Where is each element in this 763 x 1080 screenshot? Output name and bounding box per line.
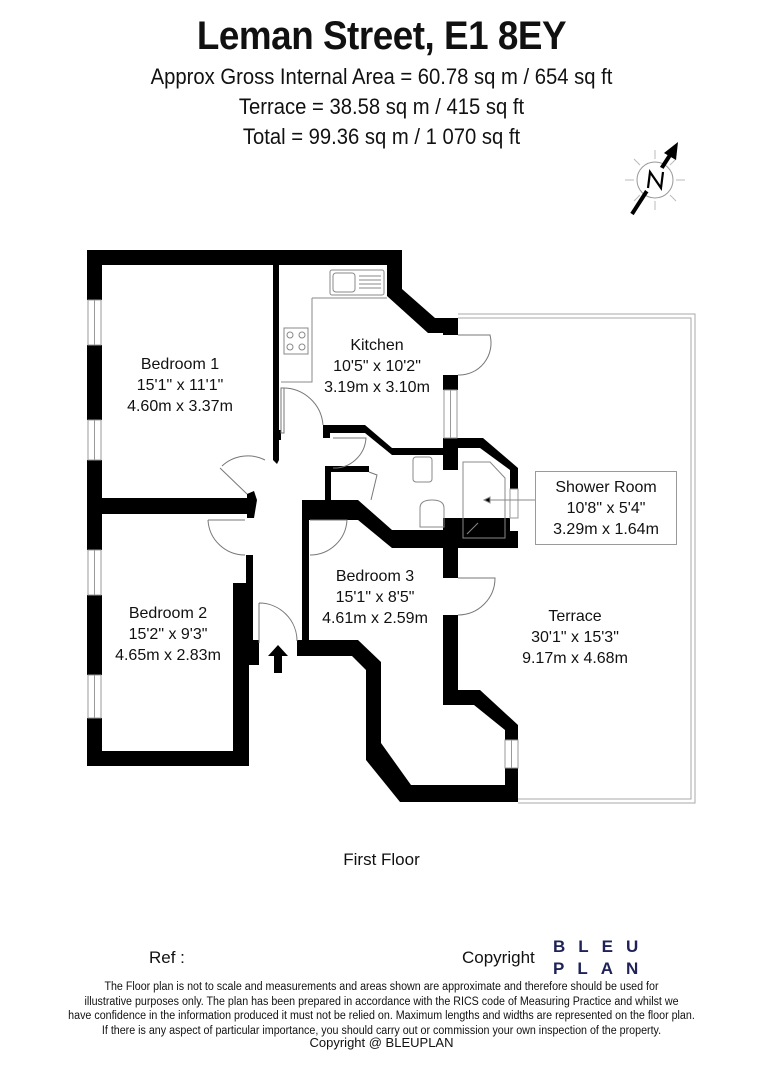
windows	[87, 299, 519, 769]
doors	[207, 334, 496, 643]
room-shower-room: Shower Room 10'8" x 5'4" 3.29m x 1.64m	[536, 477, 676, 540]
copyright-label: Copyright	[462, 948, 535, 967]
room-metric: 9.17m x 4.68m	[522, 650, 628, 667]
room-name: Bedroom 2	[128, 605, 208, 622]
room-name: Shower Room	[555, 479, 657, 496]
room-bedroom-3: Bedroom 3 15'1" x 8'5" 4.61m x 2.59m	[305, 566, 445, 629]
room-terrace: Terrace 30'1" x 15'3" 9.17m x 4.68m	[505, 606, 645, 669]
room-imperial: 30'1" x 15'3"	[531, 629, 619, 646]
logo-line-2: PLAN	[553, 959, 652, 978]
disclaimer-line: have confidence in the information produ…	[68, 1010, 695, 1022]
room-name: Bedroom 3	[335, 568, 415, 585]
room-imperial: 10'5" x 10'2"	[333, 358, 421, 375]
room-metric: 4.65m x 2.83m	[115, 647, 221, 664]
disclaimer-line: The Floor plan is not to scale and measu…	[104, 981, 659, 993]
room-imperial: 15'1" x 11'1"	[136, 377, 224, 394]
room-bedroom-1: Bedroom 1 15'1" x 11'1" 4.60m x 3.37m	[110, 354, 250, 417]
shower-room-label-box	[535, 471, 677, 545]
room-metric: 4.60m x 3.37m	[127, 398, 233, 415]
room-imperial: 10'8" x 5'4"	[566, 500, 646, 517]
bleuplan-logo: BLEU PLAN	[553, 936, 651, 980]
room-metric: 3.19m x 3.10m	[324, 379, 430, 396]
room-name: Kitchen	[350, 337, 404, 354]
room-name: Bedroom 1	[140, 356, 220, 373]
floor-label: First Floor	[343, 850, 420, 869]
gross-internal-area: Approx Gross Internal Area = 60.78 sq m …	[150, 64, 613, 89]
bathroom-fixtures	[412, 456, 535, 539]
disclaimer-line: illustrative purposes only. The plan has…	[84, 995, 679, 1008]
disclaimer-line: If there is any aspect of particular imp…	[101, 1024, 662, 1037]
terrace-outline	[458, 313, 696, 804]
ref-label: Ref :	[149, 948, 185, 967]
terrace-area: Terrace = 38.58 sq m / 415 sq ft	[238, 94, 525, 119]
logo-line-1: BLEU	[553, 937, 652, 956]
room-name: Terrace	[548, 608, 602, 625]
copyright-notice: Copyright @ BLEUPLAN	[309, 1035, 454, 1050]
room-kitchen: Kitchen 10'5" x 10'2" 3.19m x 3.10m	[307, 335, 447, 398]
page-title: Leman Street, E1 8EY	[196, 14, 567, 58]
entrance-arrow-icon	[268, 645, 288, 673]
room-metric: 3.29m x 1.64m	[553, 521, 659, 538]
room-bedroom-2: Bedroom 2 15'2" x 9'3" 4.65m x 2.83m	[98, 603, 238, 666]
total-area: Total = 99.36 sq m / 1 070 sq ft	[242, 124, 521, 149]
disclaimer: The Floor plan is not to scale and measu…	[27, 980, 737, 1038]
room-metric: 4.61m x 2.59m	[322, 610, 428, 627]
north-arrow-icon	[625, 142, 685, 216]
walls	[87, 250, 518, 802]
kitchen-fixtures	[281, 269, 387, 383]
room-imperial: 15'2" x 9'3"	[128, 626, 208, 643]
room-imperial: 15'1" x 8'5"	[335, 589, 415, 606]
